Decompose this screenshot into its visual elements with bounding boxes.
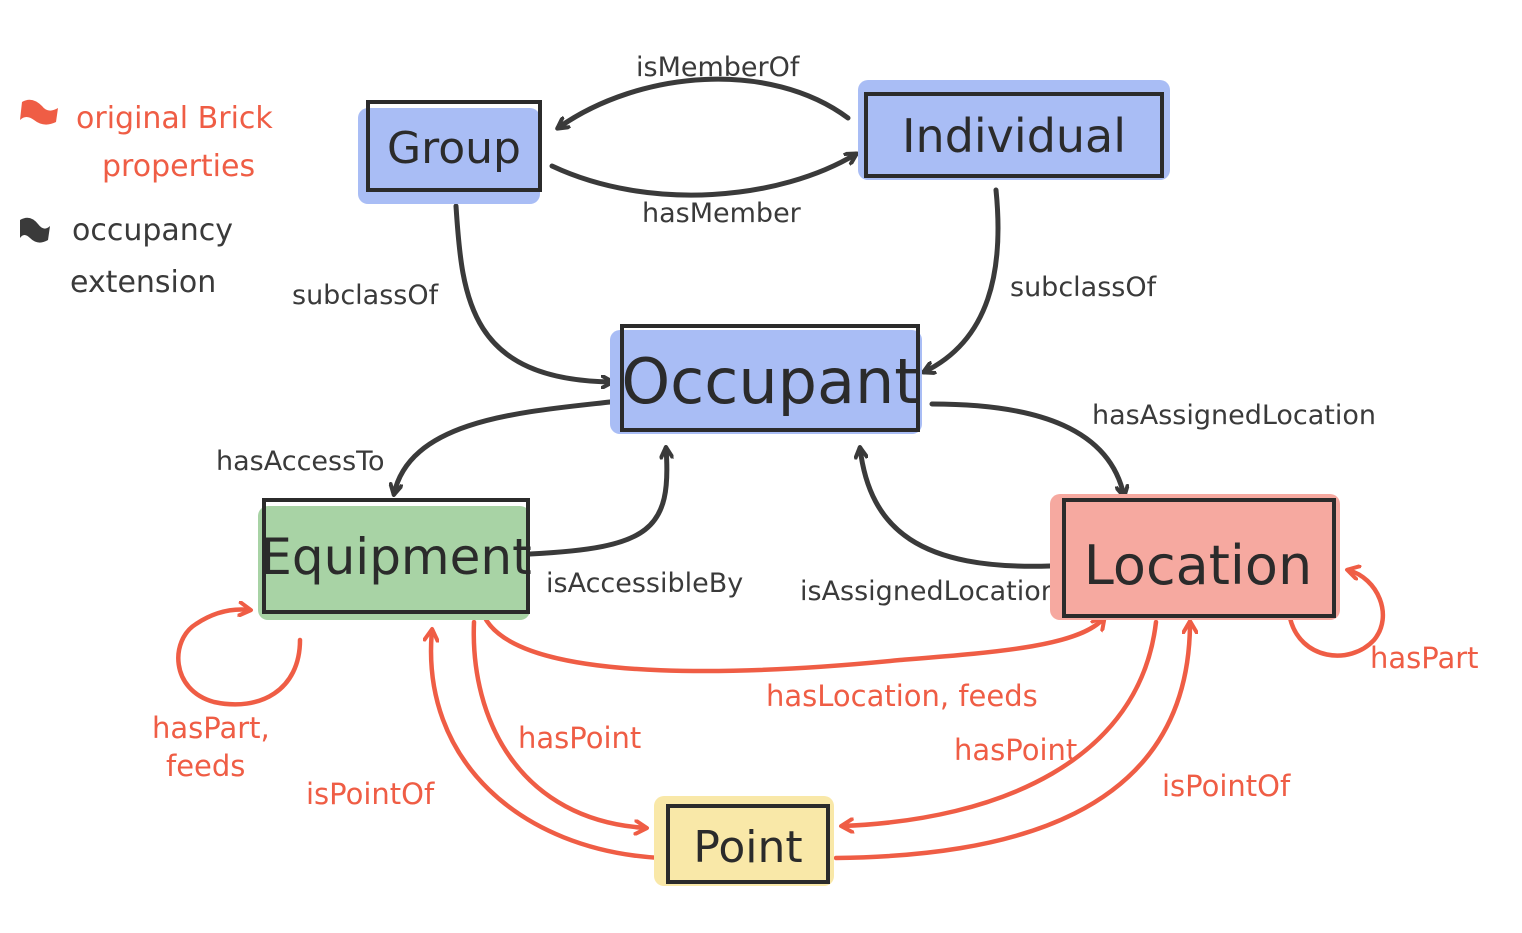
edge-has-member: [549, 154, 856, 198]
edge-equipment-has-point: [471, 619, 646, 828]
dark-swatch: [20, 217, 50, 243]
node-point-label: Point: [693, 822, 802, 873]
node-occupant-label: Occupant: [621, 345, 918, 418]
occupancy-edges: [394, 76, 1124, 569]
node-individual-fill: [858, 80, 1170, 180]
node-point-border: [666, 804, 830, 884]
node-group-label: Group: [387, 123, 521, 174]
node-point: Point: [654, 796, 834, 886]
node-equipment-label: Equipment: [260, 528, 531, 586]
legend-label-dark-line2: extension: [70, 265, 216, 300]
edge-group-subclass-of: [453, 203, 612, 382]
edge-equipment-has-part: [176, 610, 303, 707]
node-occupant: Occupant: [610, 324, 922, 434]
label-has-location-feeds: hasLocation, feeds: [766, 679, 1038, 713]
label-equipment-is-point-of: isPointOf: [306, 777, 435, 811]
label-location-is-point-of: isPointOf: [1162, 769, 1291, 803]
node-individual: Individual: [858, 80, 1170, 180]
label-is-assigned-location-of: isAssignedLocationOf: [800, 576, 1090, 607]
edge-location-is-point-of: [833, 622, 1190, 861]
label-has-assigned-location: hasAssignedLocation: [1092, 400, 1376, 431]
label-is-member-of: isMemberOf: [636, 52, 801, 83]
edge-has-assigned-location: [929, 401, 1124, 496]
label-location-has-part: hasPart: [1370, 641, 1479, 675]
node-equipment-fill: [258, 506, 530, 620]
node-point-fill: [654, 796, 834, 886]
edge-has-location-feeds: [481, 613, 1104, 674]
label-equipment-has-part-line2: feeds: [166, 749, 245, 783]
node-location-border: [1062, 498, 1336, 618]
edge-individual-subclass-of: [924, 187, 1001, 372]
edge-has-access-to: [394, 399, 613, 494]
node-group-fill: [358, 108, 540, 204]
edge-is-accessible-by: [527, 448, 667, 557]
label-equipment-has-part-line1: hasPart,: [152, 711, 270, 745]
node-occupant-border: [620, 324, 920, 432]
label-is-accessible-by: isAccessibleBy: [546, 568, 743, 599]
edge-labels: isMemberOf hasMember subclassOf subclass…: [152, 52, 1479, 811]
node-group: Group: [358, 100, 542, 204]
label-has-access-to: hasAccessTo: [216, 446, 385, 477]
legend-label-red-line1: original Brick: [76, 101, 273, 136]
label-location-has-point: hasPoint: [954, 733, 1077, 767]
node-location: Location: [1050, 494, 1340, 620]
legend-label-red-line2: properties: [102, 149, 255, 184]
node-location-fill: [1050, 494, 1340, 620]
legend-item-occupancy-extension: occupancy extension: [20, 213, 233, 300]
edge-equipment-is-point-of: [431, 630, 663, 861]
node-equipment-border: [262, 498, 530, 614]
label-individual-subclass-of: subclassOf: [1010, 272, 1158, 303]
label-equipment-has-point: hasPoint: [518, 721, 641, 755]
edge-is-member-of: [558, 76, 851, 128]
node-group-border: [366, 100, 542, 192]
label-has-member: hasMember: [642, 198, 802, 229]
node-location-label: Location: [1084, 534, 1312, 597]
red-swatch: [20, 99, 58, 125]
node-individual-label: Individual: [902, 109, 1126, 163]
node-occupant-fill: [610, 330, 922, 434]
label-group-subclass-of: subclassOf: [292, 280, 440, 311]
legend-label-dark-line1: occupancy: [72, 213, 233, 248]
brick-edges: [176, 570, 1386, 861]
legend-item-original-brick: original Brick properties: [20, 99, 273, 184]
edge-location-has-point: [842, 619, 1159, 826]
node-individual-border: [864, 92, 1164, 178]
legend: original Brick properties occupancy exte…: [20, 99, 273, 300]
node-equipment: Equipment: [258, 498, 532, 620]
edge-is-assigned-location-of: [860, 448, 1053, 569]
edge-location-has-part: [1287, 570, 1386, 658]
